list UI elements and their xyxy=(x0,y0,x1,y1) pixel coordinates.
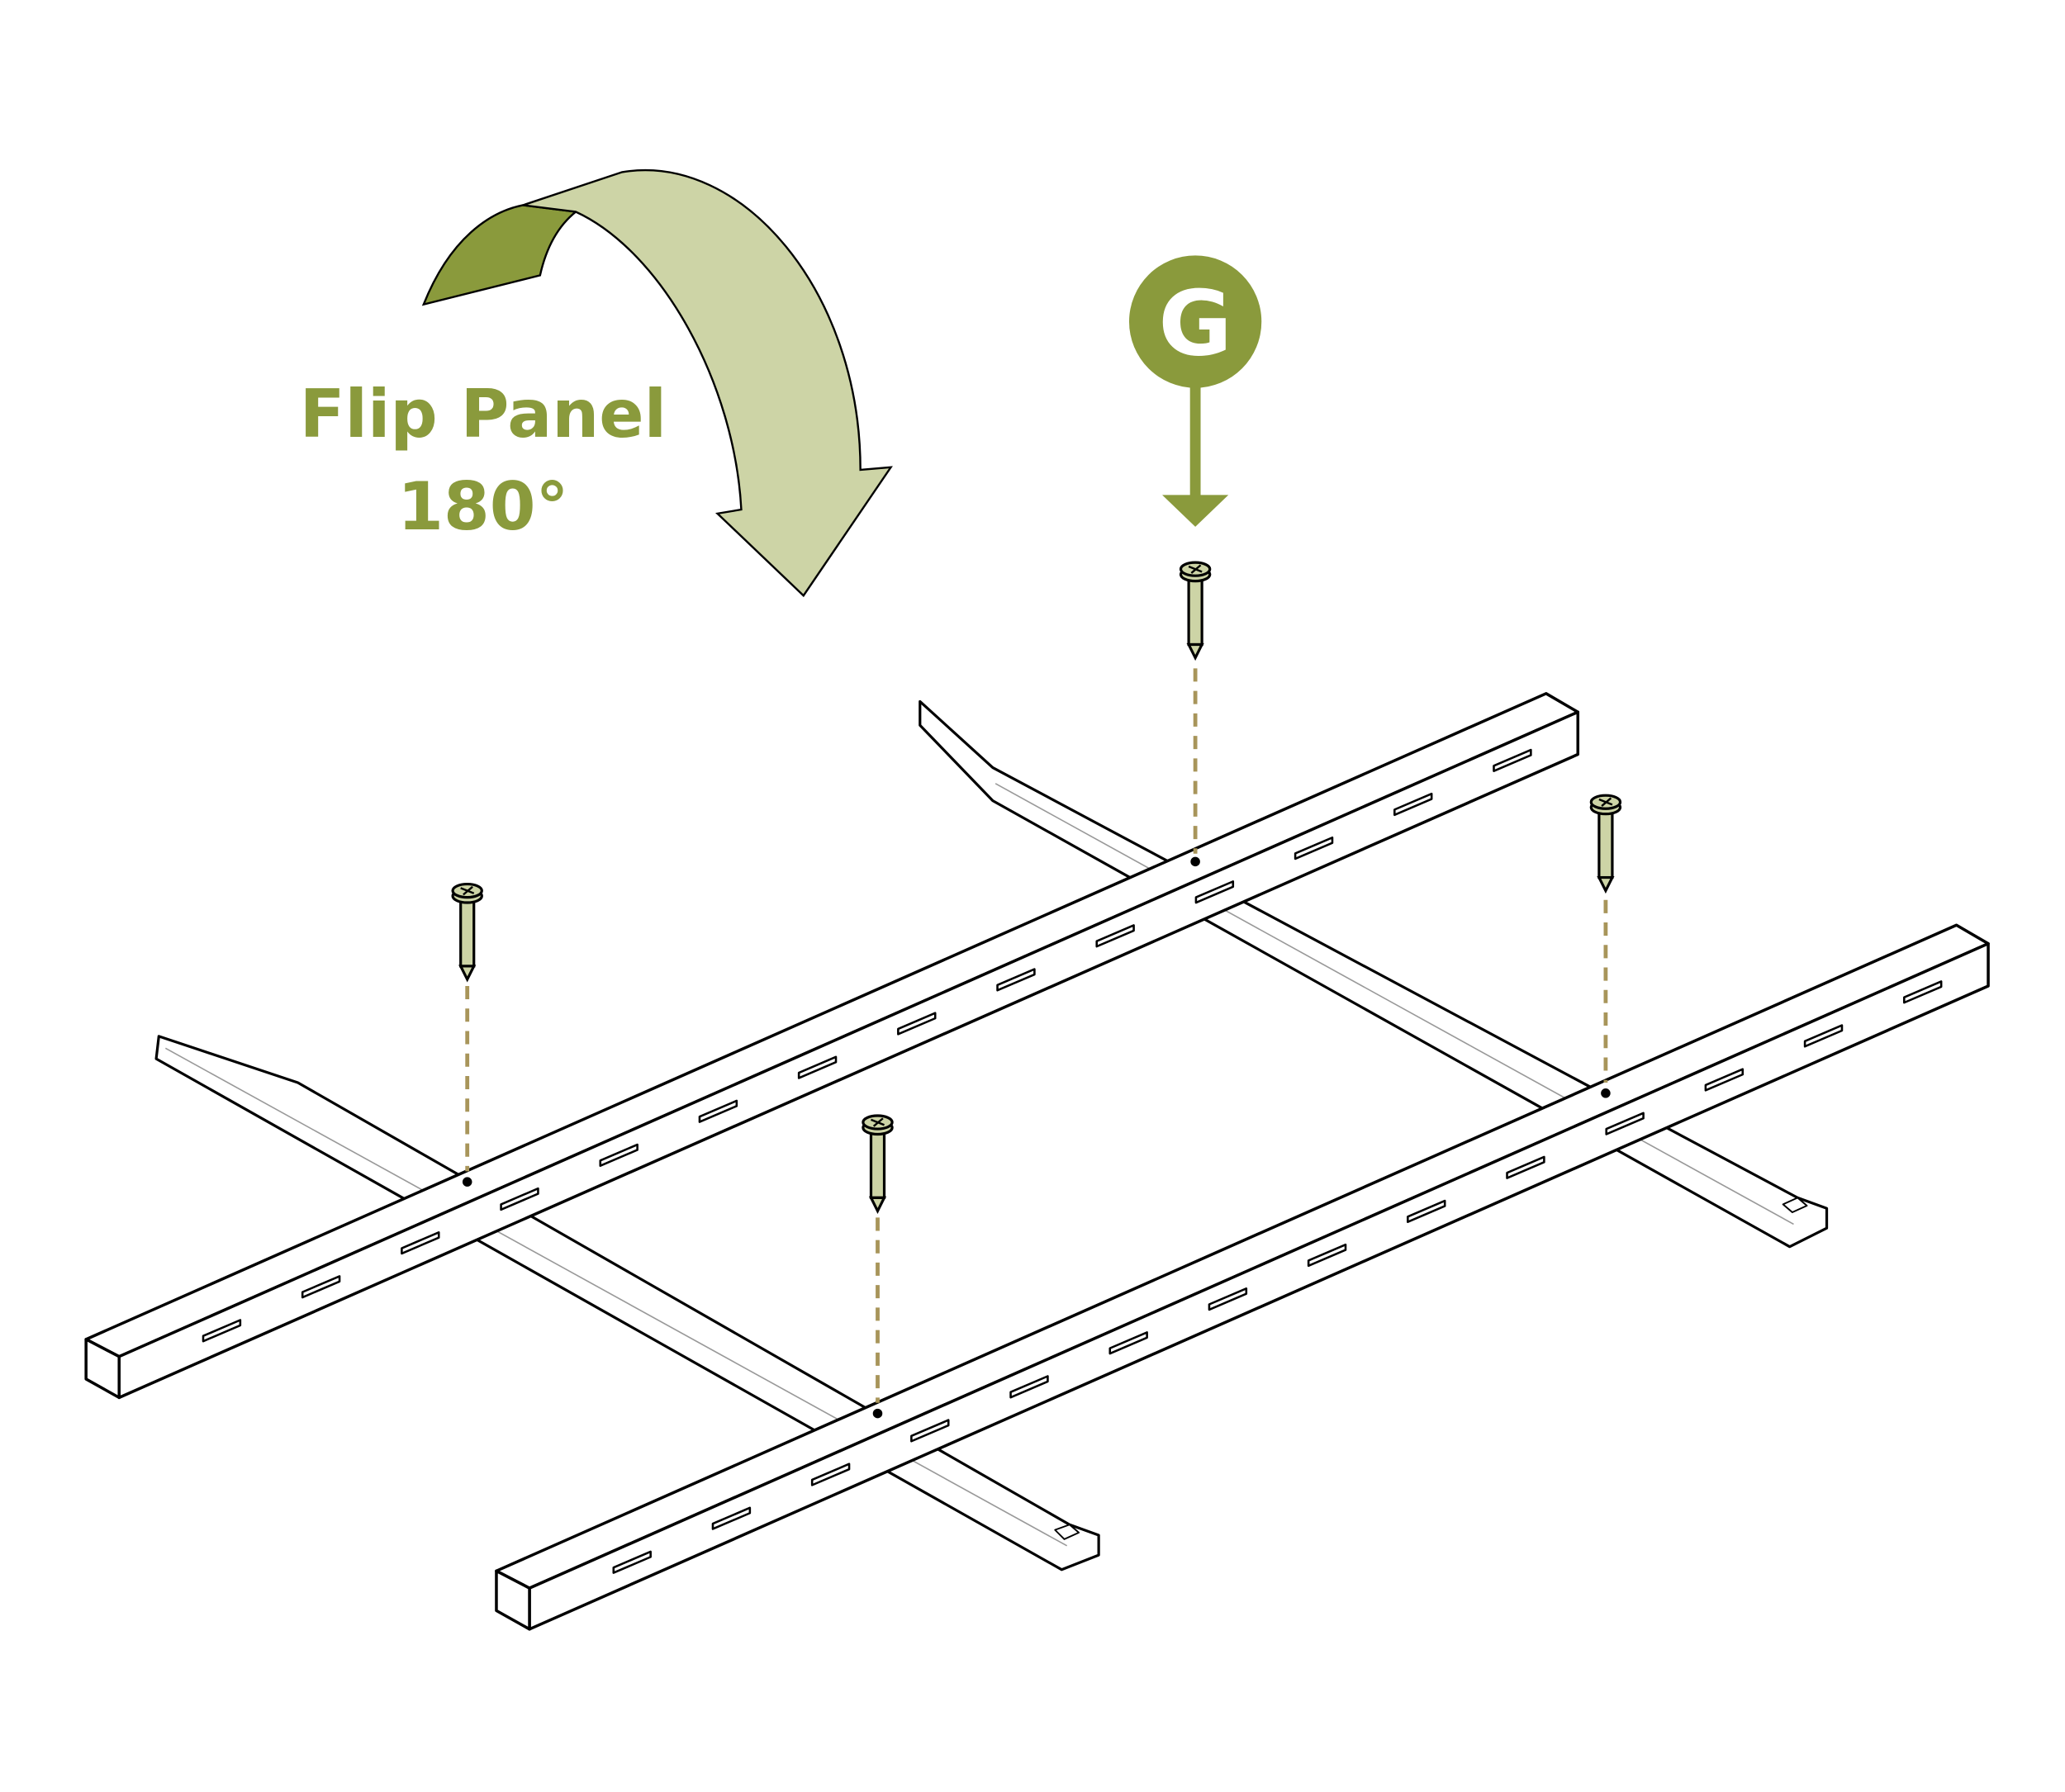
rail-slot xyxy=(1803,1024,1844,1048)
rail-slot xyxy=(1095,924,1135,948)
flip-arrow-icon xyxy=(421,169,893,598)
rail-slot xyxy=(797,1055,838,1079)
screw-icon xyxy=(862,1114,894,1214)
rail-slot xyxy=(1493,748,1532,772)
rail-slot xyxy=(1506,1155,1545,1179)
rail-slot xyxy=(996,968,1036,992)
screw-icon xyxy=(1589,794,1622,894)
rail-slot xyxy=(1393,792,1433,817)
rail-slot xyxy=(1605,1112,1645,1135)
screw-icon xyxy=(451,882,483,983)
rail-slot xyxy=(1903,980,1943,1004)
rail-slot xyxy=(711,1506,752,1530)
rail-slot xyxy=(401,1230,440,1255)
part-g-badge: G xyxy=(1128,255,1262,527)
rail-slot xyxy=(1307,1243,1347,1268)
rail-slot xyxy=(897,1012,937,1036)
rail-slot xyxy=(500,1187,539,1211)
guide-lines xyxy=(465,668,1608,1403)
rail-back xyxy=(84,692,1580,1400)
flip-angle-label: 180° xyxy=(397,468,568,545)
rail-slot xyxy=(1704,1068,1745,1092)
rail-front xyxy=(495,923,1990,1631)
rail-slot xyxy=(202,1319,242,1343)
rail-slot xyxy=(910,1419,950,1443)
part-g-letter: G xyxy=(1158,272,1232,377)
rail-slot xyxy=(1294,836,1334,860)
rail-slot xyxy=(810,1463,851,1486)
rail-slot xyxy=(1407,1199,1446,1223)
rail-slot xyxy=(1208,1287,1248,1311)
rail-slot xyxy=(1108,1331,1148,1355)
rail-slot xyxy=(612,1550,652,1574)
screw-icon xyxy=(1179,561,1212,661)
rail-slot xyxy=(599,1143,638,1167)
arrow-down-icon xyxy=(1162,495,1229,527)
rail-slot xyxy=(1009,1375,1049,1399)
flip-panel-label: Flip Panel xyxy=(300,376,667,453)
rail-slot xyxy=(301,1275,341,1299)
rail-slot xyxy=(698,1099,738,1123)
rail-slot xyxy=(1194,880,1235,904)
